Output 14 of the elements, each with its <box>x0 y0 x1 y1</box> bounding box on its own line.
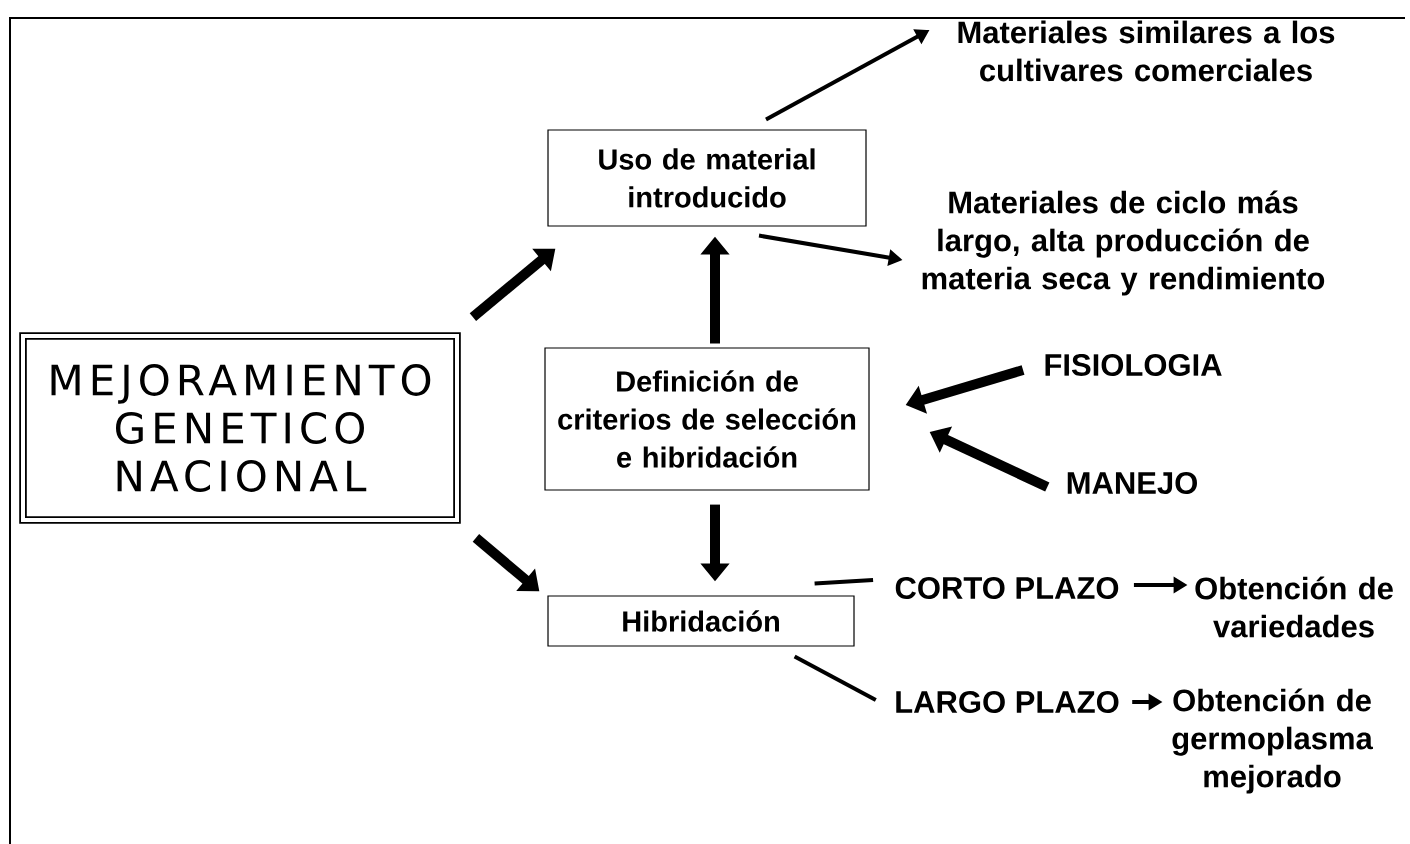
node-text: Obtención de variedades <box>1195 576 1393 638</box>
node-text: CORTO PLAZO <box>895 577 1119 599</box>
node-text: FISIOLOGIA <box>1045 354 1222 376</box>
node-text: Materiales de ciclo más largo, alta producción de materia seca y rendimiento <box>922 190 1325 296</box>
title-box: MEJORAMIENTO GENETICO NACIONAL <box>19 332 461 524</box>
connector-line <box>793 654 877 702</box>
process-box: Definición de criterios de selección e hibridación <box>544 347 870 491</box>
process-box: Uso de material introducido <box>547 129 867 227</box>
node-text: Obtención de germoplasma mejorado <box>1172 688 1373 794</box>
process-box: Hibridación <box>547 595 855 647</box>
connector-line <box>814 578 874 586</box>
node-text: Materiales similares a los cultivares comerciales <box>958 20 1335 82</box>
node-text: MANEJO <box>1067 472 1197 494</box>
node-text: LARGO PLAZO <box>896 691 1119 713</box>
